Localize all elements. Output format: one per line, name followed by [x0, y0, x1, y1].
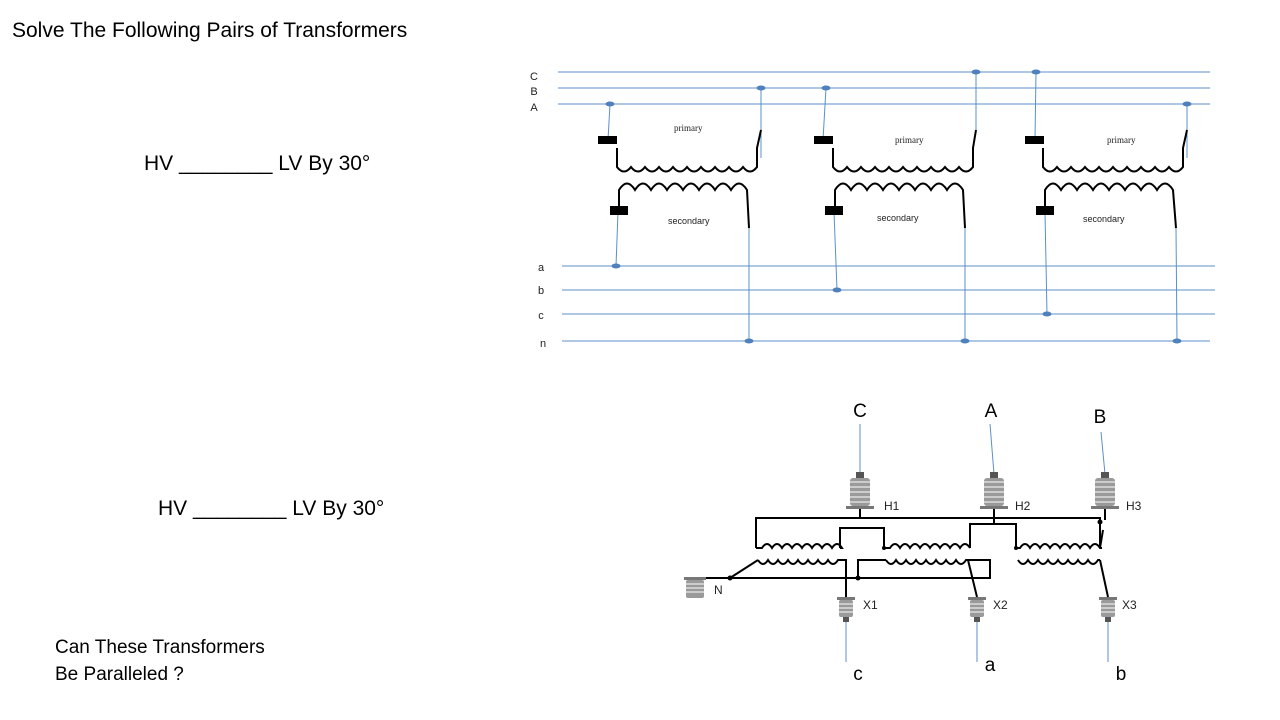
- phase-label-C: C: [853, 401, 867, 422]
- label-a: a: [538, 262, 545, 274]
- bushing-X3: [1099, 597, 1117, 622]
- label-H1: H1: [884, 499, 900, 513]
- label-A: A: [530, 102, 538, 114]
- question-3-line-1: Can These Transformers: [55, 637, 265, 658]
- phase-label-B: B: [1094, 407, 1107, 428]
- bushing-X1: [837, 597, 855, 622]
- bushing-H3: [1091, 472, 1119, 509]
- question-3: Can These Transformers Be Paralleled ?: [55, 634, 265, 688]
- question-3-line-2: Be Paralleled ?: [55, 664, 184, 685]
- bushing-N: [684, 577, 706, 598]
- label-H3: H3: [1126, 499, 1142, 513]
- label-C: C: [530, 71, 538, 83]
- label-X2: X2: [993, 598, 1008, 612]
- label-n: n: [540, 338, 546, 350]
- primary-label-3: primary: [1107, 135, 1136, 145]
- primary-label-1: primary: [674, 123, 703, 133]
- secondary-label-2: secondary: [877, 213, 919, 223]
- phase-label-a: a: [985, 655, 996, 676]
- question-2: HV ________ LV By 30°: [158, 497, 385, 520]
- bushing-H2: [980, 472, 1008, 509]
- transformer-unit-3: [1025, 129, 1188, 229]
- question-1: HV ________ LV By 30°: [144, 152, 371, 175]
- secondary-label-1: secondary: [668, 216, 710, 226]
- bushing-X2: [968, 597, 986, 622]
- bushing-H1: [846, 472, 874, 509]
- label-N: N: [714, 583, 723, 597]
- phase-label-c: c: [853, 664, 863, 685]
- page-title: Solve The Following Pairs of Transformer…: [12, 19, 408, 42]
- label-b: b: [538, 285, 544, 297]
- label-H2: H2: [1015, 499, 1031, 513]
- label-X3: X3: [1122, 598, 1137, 612]
- phase-label-A: A: [985, 401, 998, 422]
- phase-label-b: b: [1116, 664, 1127, 685]
- three-phase-transformer-diagram: H1 H2 H3 X1 X2 X3 N C A B c a b: [684, 401, 1142, 685]
- label-B: B: [530, 86, 537, 98]
- transformer-unit-2: [814, 129, 977, 229]
- label-X1: X1: [863, 598, 878, 612]
- label-c: c: [538, 310, 544, 322]
- transformer-unit-1: [598, 129, 762, 229]
- primary-label-2: primary: [895, 135, 924, 145]
- secondary-label-3: secondary: [1083, 214, 1125, 224]
